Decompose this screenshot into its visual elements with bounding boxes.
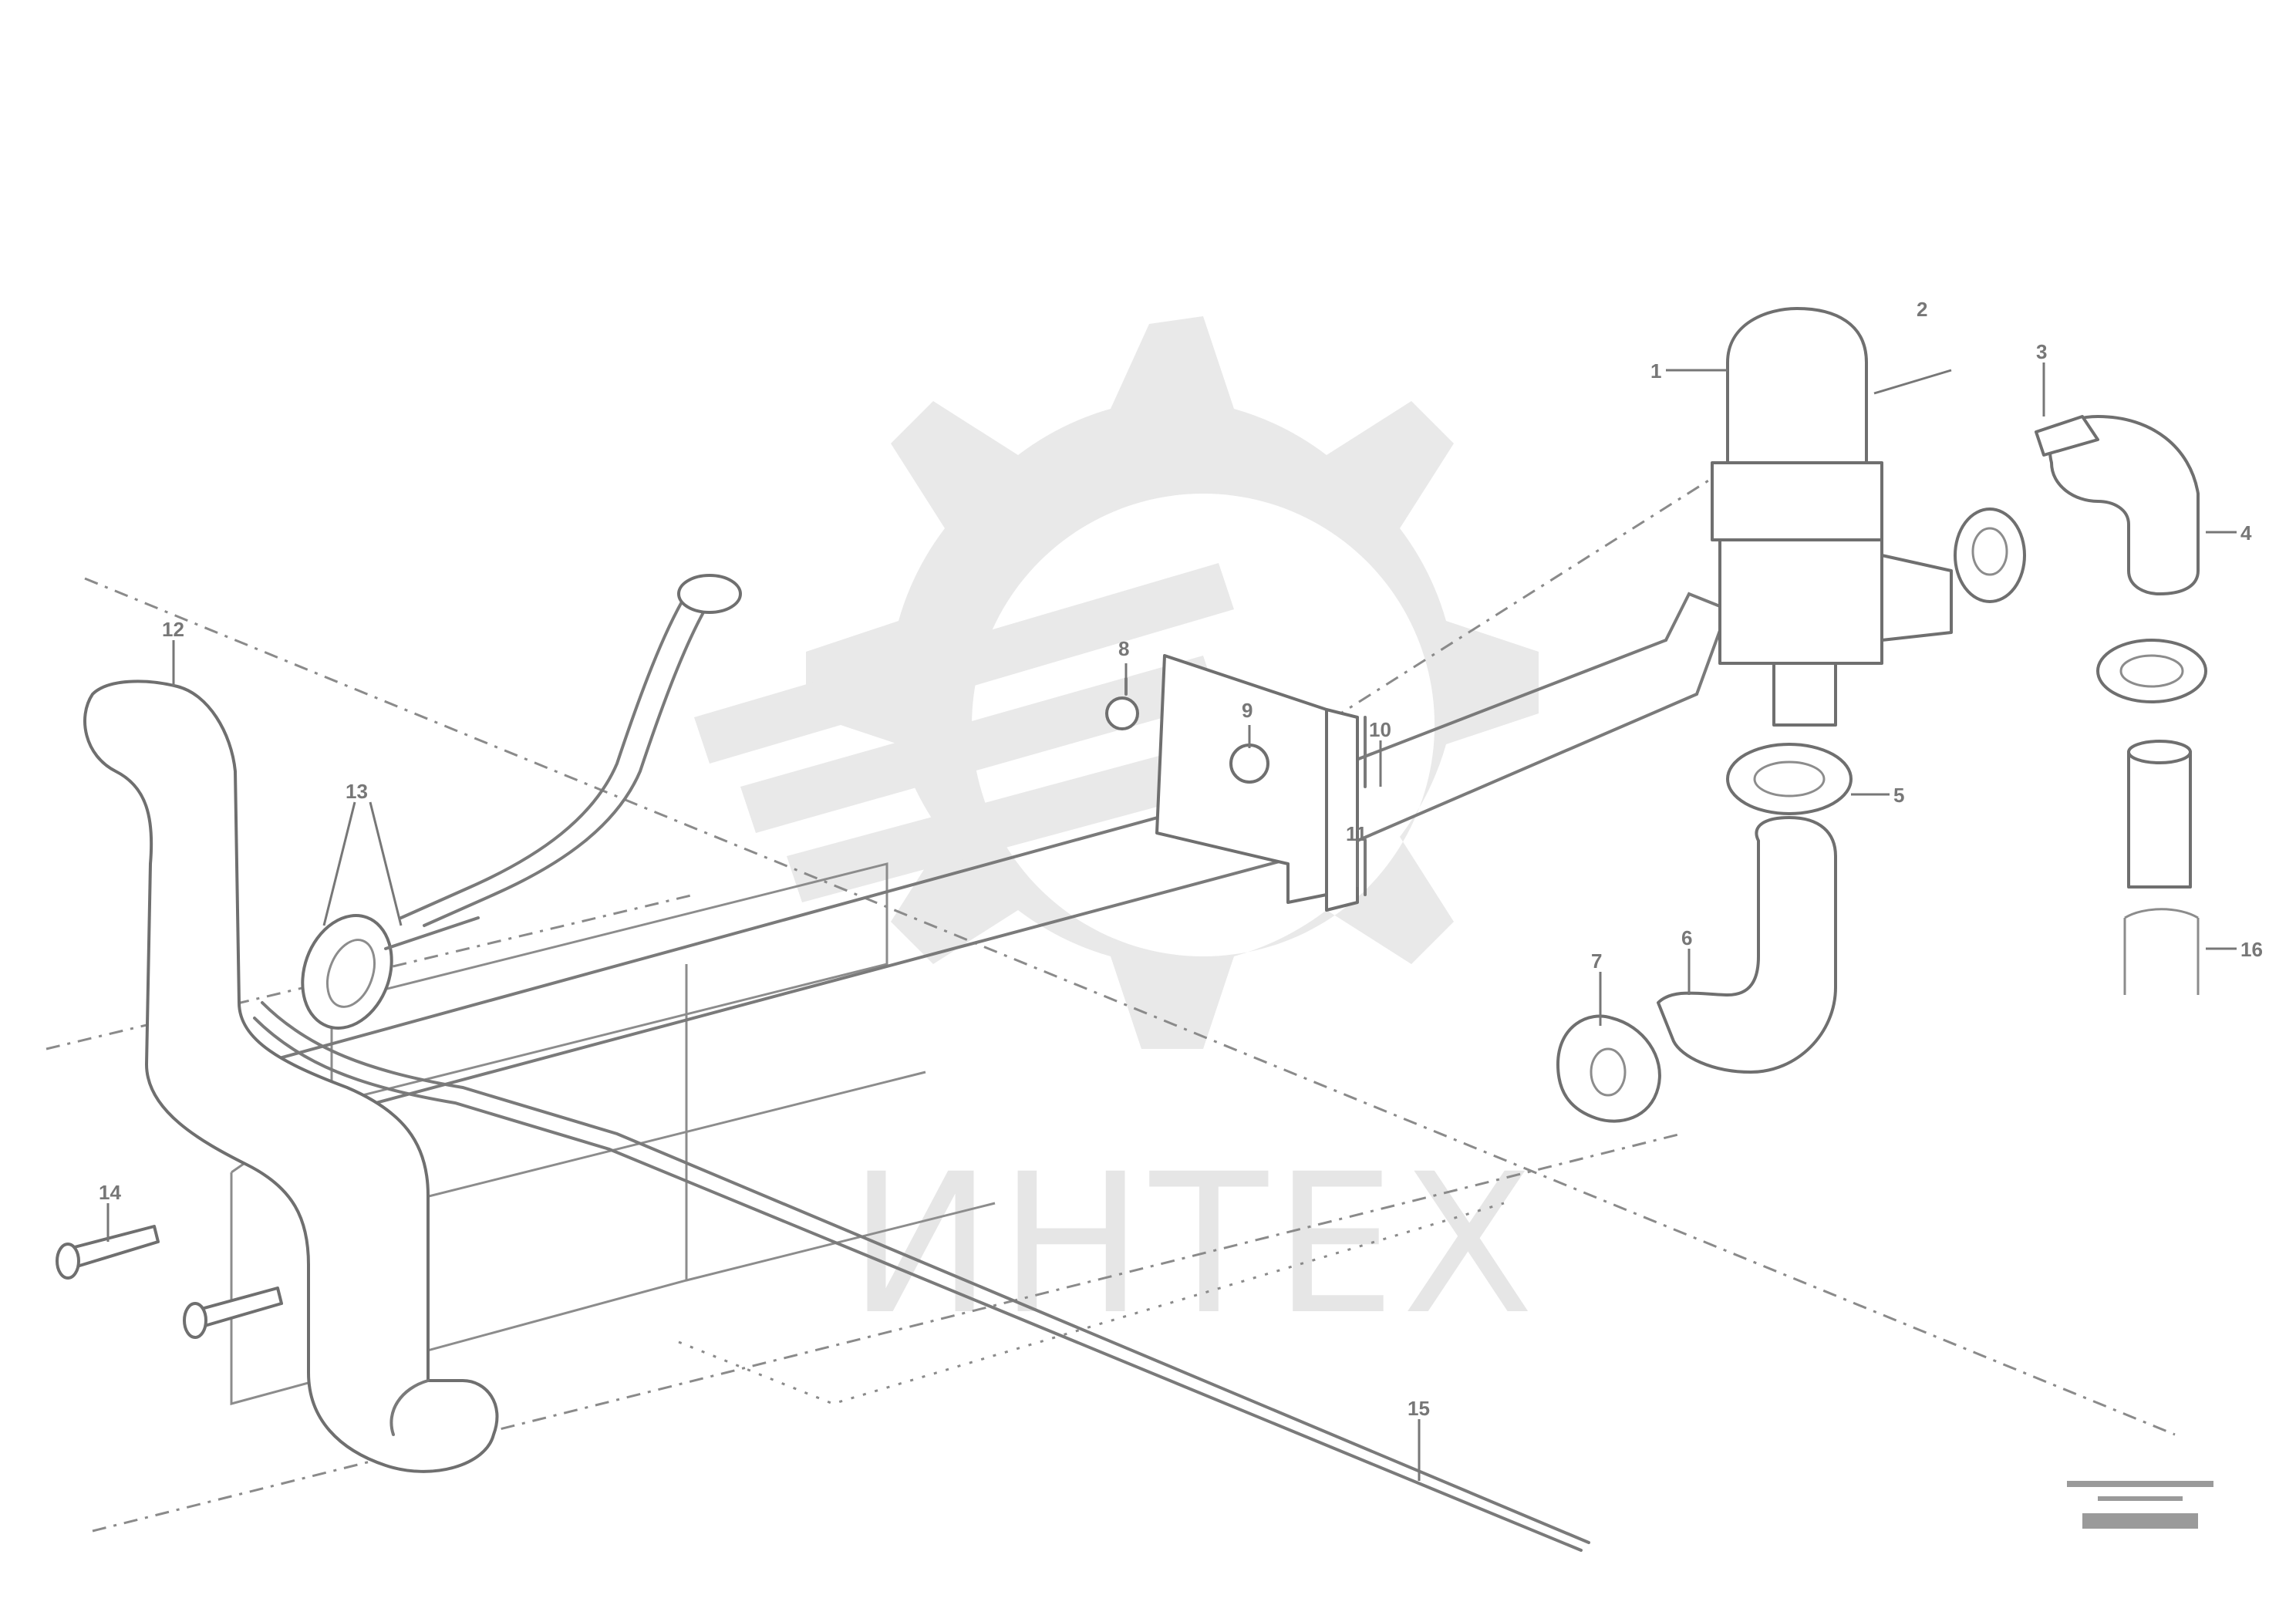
callout-2: 2	[1917, 298, 1927, 321]
left-clamp	[301, 914, 480, 1030]
callout-7: 7	[1591, 949, 1602, 973]
right-elbow-hose	[2035, 415, 2200, 595]
frame-box	[230, 862, 1505, 1405]
callout-16: 16	[2240, 938, 2263, 961]
left-hose	[83, 679, 499, 1473]
callout-14: 14	[99, 1181, 121, 1204]
callout-9: 9	[1242, 699, 1253, 722]
callout-13: 13	[346, 780, 368, 803]
watermark-text: ИНТЕХ	[848, 1132, 1540, 1357]
callout-4: 4	[2240, 521, 2252, 545]
air-filter	[1711, 307, 2026, 727]
leader-lines	[106, 363, 2237, 1481]
callout-15: 15	[1408, 1397, 1430, 1420]
callout-1: 1	[1650, 359, 1661, 383]
right-sleeve	[2096, 639, 2207, 995]
callout-6: 6	[1681, 926, 1692, 949]
callout-10: 10	[1369, 718, 1391, 741]
middle-pipe	[1556, 743, 1853, 1123]
callout-3: 3	[2036, 340, 2047, 363]
callout-11: 11	[1346, 822, 1367, 845]
left-bolts	[56, 1225, 283, 1339]
vent-tube	[400, 574, 742, 927]
long-tube	[253, 1001, 1590, 1552]
callout-12: 12	[162, 618, 184, 641]
center-bracket	[1105, 654, 1367, 912]
callout-5: 5	[1893, 784, 1904, 807]
reference-stamp	[2067, 1481, 2213, 1529]
watermark-gear-icon	[694, 316, 1539, 1049]
callout-8: 8	[1118, 637, 1129, 660]
callout-numbers: 1 2 3 4 5 6 7 8 9 10 11 12 13 14 15 16	[99, 298, 2263, 1420]
